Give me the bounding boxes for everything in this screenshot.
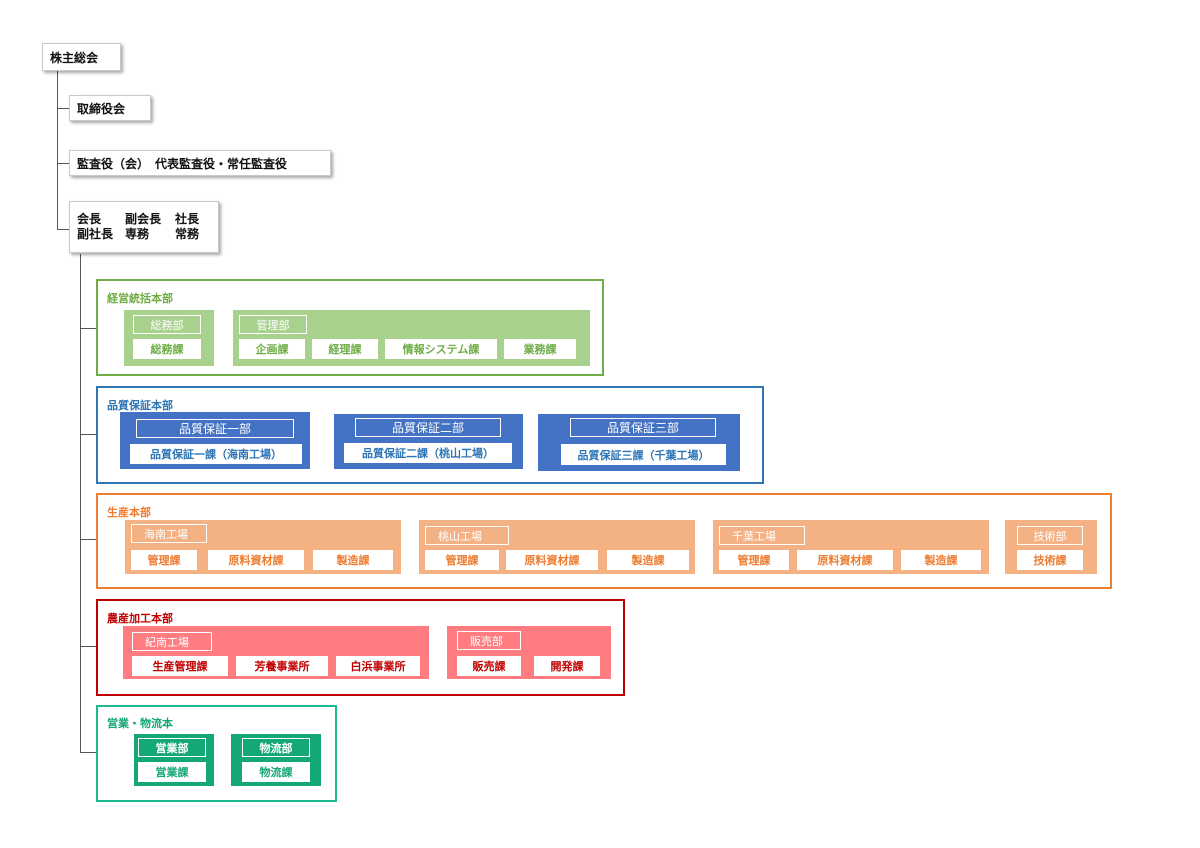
division-title: 営業・物流本 xyxy=(107,717,173,730)
executive-title: 会長 xyxy=(77,212,102,226)
shareholders-box: 株主総会 xyxy=(42,43,121,71)
section-box: 白浜事業所 xyxy=(336,656,420,676)
dept-header: 紀南工場 xyxy=(132,632,212,651)
dept-header: 千葉工場 xyxy=(719,526,805,545)
section-box: 原料資材課 xyxy=(208,550,304,570)
executive-title: 副会長 xyxy=(125,212,162,226)
section-box: 製造課 xyxy=(313,550,393,570)
section-box: 総務課 xyxy=(133,339,201,359)
connector-board xyxy=(57,108,69,109)
section-box: 原料資材課 xyxy=(797,550,893,570)
dept-header: 海南工場 xyxy=(131,524,207,543)
section-box: 管理課 xyxy=(131,550,197,570)
section-box: 販売課 xyxy=(457,656,521,676)
quality-dept-2: 品質保証二部 品質保証二課（桃山工場） xyxy=(334,414,523,469)
management-division: 経営統括本部 総務部 総務課 管理部 企画課 経理課 情報システム課 業務課 xyxy=(96,279,604,376)
section-box: 品質保証三課（千葉工場） xyxy=(561,444,726,465)
dept-header: 営業部 xyxy=(138,738,206,757)
section-box: 物流課 xyxy=(242,762,310,782)
quality-dept-1: 品質保証一部 品質保証一課（海南工場） xyxy=(120,412,310,469)
dept-header: 物流部 xyxy=(242,738,310,757)
executive-title: 専務 xyxy=(125,227,150,241)
section-box: 生産管理課 xyxy=(132,656,228,676)
shareholders-label: 株主総会 xyxy=(50,50,99,65)
section-box: 製造課 xyxy=(901,550,981,570)
section-box: 開発課 xyxy=(534,656,600,676)
quality-division: 品質保証本部 品質保証一部 品質保証一課（海南工場） 品質保証二部 品質保証二課… xyxy=(96,386,764,484)
factory-kainan: 海南工場 管理課 原料資材課 製造課 xyxy=(125,520,401,574)
dept-header: 販売部 xyxy=(457,631,521,650)
section-box: 芳養事業所 xyxy=(236,656,328,676)
dept-header: 桃山工場 xyxy=(425,526,509,545)
dept-header: 品質保証二部 xyxy=(355,418,501,437)
section-box: 管理課 xyxy=(719,550,789,570)
logistics-division: 営業・物流本 営業部 営業課 物流部 物流課 xyxy=(96,705,337,802)
executives-box: 会長 副会長 社長 副社長 専務 常務 xyxy=(69,201,219,253)
executive-title: 常務 xyxy=(175,227,200,241)
board-label: 取締役会 xyxy=(77,101,126,116)
connector-main xyxy=(57,70,58,230)
auditors-label: 監査役（会） 代表監査役・常任監査役 xyxy=(77,156,288,171)
executive-title: 副社長 xyxy=(77,227,114,241)
division-title: 品質保証本部 xyxy=(107,399,173,412)
section-box: 業務課 xyxy=(504,339,576,359)
section-box: 企画課 xyxy=(239,339,305,359)
dept-header: 総務部 xyxy=(133,315,201,334)
kinan-factory: 紀南工場 生産管理課 芳養事業所 白浜事業所 xyxy=(123,626,429,679)
section-box: 経理課 xyxy=(312,339,378,359)
connector-logistics xyxy=(80,752,96,753)
connector-management xyxy=(80,328,96,329)
dept-header: 品質保証一部 xyxy=(136,419,294,438)
connector-executives xyxy=(57,229,69,230)
section-box: 管理課 xyxy=(425,550,499,570)
connector-production xyxy=(80,539,96,540)
section-box: 品質保証一課（海南工場） xyxy=(130,444,302,464)
section-box: 品質保証二課（桃山工場） xyxy=(344,443,512,463)
connector-auditors xyxy=(57,163,69,164)
butsuryu-dept: 物流部 物流課 xyxy=(231,734,321,786)
section-box: 営業課 xyxy=(138,762,206,782)
quality-dept-3: 品質保証三部 品質保証三課（千葉工場） xyxy=(538,414,740,471)
executives-row-1: 会長 副会長 社長 xyxy=(77,212,199,227)
sales-dept: 販売部 販売課 開発課 xyxy=(447,626,611,679)
dept-header: 管理部 xyxy=(239,315,307,334)
agri-division: 農産加工本部 紀南工場 生産管理課 芳養事業所 白浜事業所 販売部 販売課 開発… xyxy=(96,599,625,696)
section-box: 情報システム課 xyxy=(385,339,497,359)
division-title: 農産加工本部 xyxy=(107,612,173,625)
executive-title: 社長 xyxy=(175,212,200,226)
dept-header: 品質保証三部 xyxy=(570,418,716,437)
section-box: 原料資材課 xyxy=(506,550,598,570)
connector-divisions xyxy=(80,254,81,753)
tech-dept: 技術部 技術課 xyxy=(1005,520,1097,574)
section-box: 製造課 xyxy=(607,550,689,570)
board-box: 取締役会 xyxy=(69,95,151,121)
soumu-dept: 総務部 総務課 xyxy=(124,310,214,366)
connector-quality xyxy=(80,434,96,435)
connector-agri xyxy=(80,646,96,647)
eigyo-dept: 営業部 営業課 xyxy=(134,734,214,786)
division-title: 経営統括本部 xyxy=(107,292,173,305)
factory-chiba: 千葉工場 管理課 原料資材課 製造課 xyxy=(713,520,989,574)
division-title: 生産本部 xyxy=(107,506,151,519)
factory-momoyama: 桃山工場 管理課 原料資材課 製造課 xyxy=(419,520,695,574)
dept-header: 技術部 xyxy=(1017,526,1083,545)
section-box: 技術課 xyxy=(1017,550,1083,570)
kanri-dept: 管理部 企画課 経理課 情報システム課 業務課 xyxy=(233,310,590,366)
production-division: 生産本部 海南工場 管理課 原料資材課 製造課 桃山工場 管理課 原料資材課 製… xyxy=(96,493,1112,589)
auditors-box: 監査役（会） 代表監査役・常任監査役 xyxy=(69,150,331,176)
executives-row-2: 副社長 専務 常務 xyxy=(77,227,199,242)
